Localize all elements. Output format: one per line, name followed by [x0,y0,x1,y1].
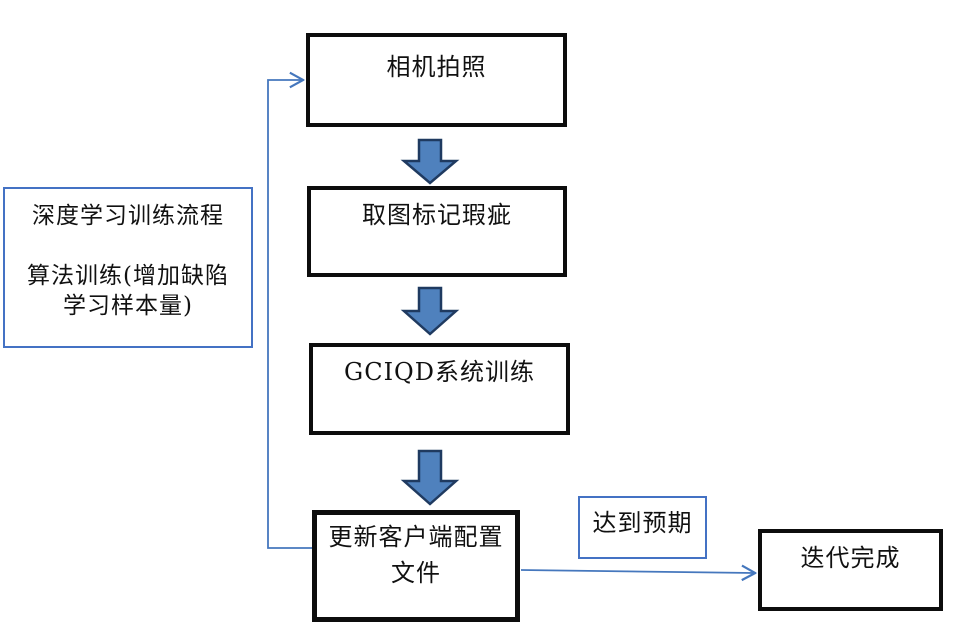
node-system-training-label: GCIQD系统训练 [344,358,535,386]
side-label-line-3: 算法训练(增加缺陷 [27,263,229,289]
side-label-line-2 [5,231,251,261]
node-side-label: 深度学习训练流程 算法训练(增加缺陷 学习样本量) [3,187,253,348]
block-arrow-down-2 [400,286,460,336]
node-iteration-done-label: 迭代完成 [800,544,901,572]
edge-label-expectation-text: 达到预期 [592,509,693,537]
done-connector-arrow [520,570,754,573]
node-camera: 相机拍照 [306,33,567,127]
node-camera-label: 相机拍照 [386,53,487,81]
node-update-config: 更新客户端配置 文件 [312,510,520,622]
block-arrow-down-3 [400,449,460,506]
node-update-config-label-line-2: 文件 [391,559,441,587]
side-label-line-1: 深度学习训练流程 [32,203,224,229]
block-arrow-down-1 [400,138,460,185]
node-update-config-label-line-1: 更新客户端配置 [328,523,504,551]
node-system-training: GCIQD系统训练 [309,343,570,435]
node-mark-defects-label: 取图标记瑕疵 [362,201,512,229]
side-label-line-4: 学习样本量) [63,293,193,319]
feedback-connector-arrow [267,80,312,549]
node-mark-defects: 取图标记瑕疵 [307,186,567,277]
edge-label-expectation: 达到预期 [578,496,707,559]
node-iteration-done: 迭代完成 [758,529,943,611]
